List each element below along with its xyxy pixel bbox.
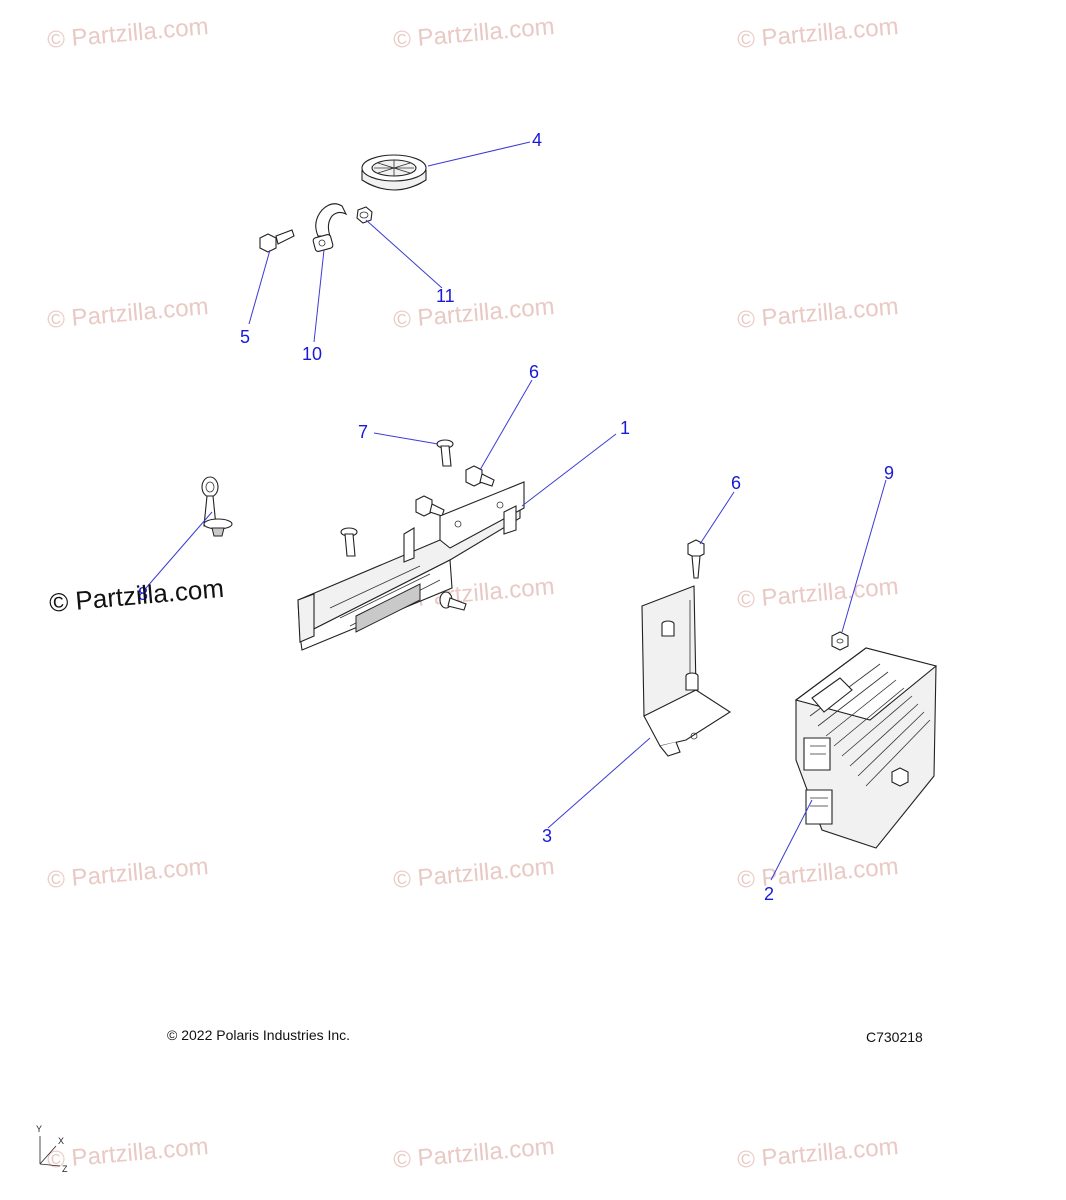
- part-bolt-extra: [340, 527, 358, 557]
- leader-2: [770, 799, 813, 881]
- leader-7: [373, 432, 439, 445]
- watermark: © Partzilla.com: [46, 293, 209, 334]
- copyright-text: © 2022 Polaris Industries Inc.: [167, 1027, 350, 1043]
- leader-6a: [479, 379, 533, 471]
- callout-6b[interactable]: 6: [731, 473, 741, 493]
- callout-6a[interactable]: 6: [529, 362, 539, 382]
- part-bolt-lower: [439, 591, 467, 611]
- watermark: © Partzilla.com: [392, 293, 555, 334]
- part-grommet: [361, 154, 427, 191]
- callout-8[interactable]: 8: [138, 584, 148, 604]
- watermark: © Partzilla.com: [736, 13, 899, 54]
- watermark: © Partzilla.com: [736, 1133, 899, 1174]
- callout-3[interactable]: 3: [542, 826, 552, 846]
- part-bolt-7: [436, 439, 454, 467]
- part-bracket-3: [641, 585, 732, 757]
- callout-5[interactable]: 5: [240, 327, 250, 347]
- leader-9: [841, 479, 887, 633]
- drawing-number: C730218: [866, 1029, 923, 1045]
- leader-6b: [699, 491, 735, 545]
- part-push-pin-8: [201, 476, 233, 537]
- part-screw-6b: [687, 539, 705, 579]
- callout-9[interactable]: 9: [884, 463, 894, 483]
- leader-8: [145, 511, 213, 589]
- watermark: © Partzilla.com: [736, 853, 899, 894]
- part-nut-11: [356, 206, 373, 224]
- part-nut-9: [831, 631, 849, 651]
- callouts: 1 2 3 4 5 6 6 7 8 9 10 11: [138, 130, 894, 904]
- part-clamp-10: [312, 203, 348, 252]
- part-bolt-5: [259, 229, 295, 253]
- watermark: © Partzilla.com: [736, 573, 899, 614]
- callout-1[interactable]: 1: [620, 418, 630, 438]
- watermark: © Partzilla.com: [46, 13, 209, 54]
- part-screw-extra: [415, 495, 445, 517]
- leader-5: [248, 249, 271, 325]
- watermark: © Partzilla.com: [46, 1133, 209, 1174]
- watermark: © Partzilla.com: [392, 853, 555, 894]
- callout-2[interactable]: 2: [764, 884, 774, 904]
- leader-3: [547, 737, 651, 829]
- axis-y-label: Y: [36, 1124, 42, 1134]
- leader-10: [313, 249, 325, 343]
- part-screw-6a: [465, 465, 495, 487]
- callout-7[interactable]: 7: [358, 422, 368, 442]
- watermark: © Partzilla.com: [46, 853, 209, 894]
- leader-1: [521, 433, 617, 507]
- axis-x-label: X: [58, 1136, 64, 1146]
- callout-11[interactable]: 11: [436, 286, 455, 306]
- axis-triad: Y X Z: [36, 1124, 68, 1174]
- watermark: © Partzilla.com: [736, 293, 899, 334]
- leader-11: [365, 219, 443, 289]
- callout-10[interactable]: 10: [302, 344, 322, 364]
- part-bracket-1: [297, 481, 525, 651]
- callout-4[interactable]: 4: [532, 130, 542, 150]
- axis-z-label: Z: [62, 1164, 68, 1174]
- part-regulator-2: [794, 647, 938, 849]
- leader-lines: [145, 141, 887, 881]
- watermark-prominent: © Partzilla.com: [48, 573, 225, 618]
- watermark: © Partzilla.com: [392, 13, 555, 54]
- watermark: © Partzilla.com: [392, 1133, 555, 1174]
- leader-4: [427, 141, 531, 167]
